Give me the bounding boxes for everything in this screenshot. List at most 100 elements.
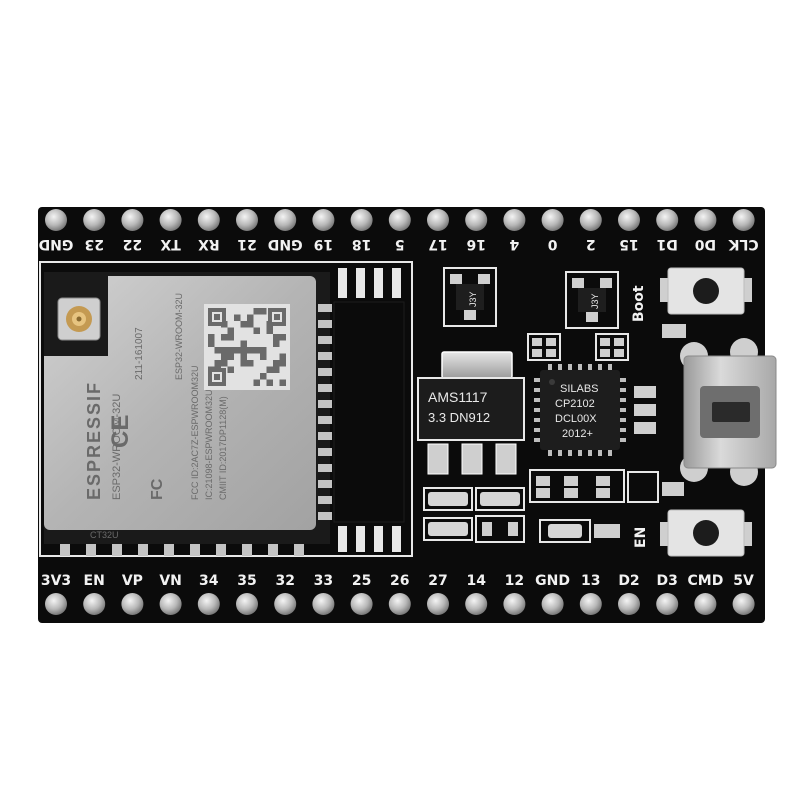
trace-area xyxy=(333,301,405,523)
header-pin xyxy=(83,593,106,615)
qr-cell xyxy=(240,340,247,347)
boot-button[interactable] xyxy=(660,267,752,315)
chip-pin xyxy=(534,418,542,422)
chip-pin xyxy=(618,438,626,442)
chip-pin xyxy=(618,408,626,412)
header-pin xyxy=(465,593,488,615)
chip-pin xyxy=(598,364,602,372)
qr-cell xyxy=(227,347,234,354)
top-header-pins xyxy=(45,209,755,231)
chip-line-1: SILABS xyxy=(560,383,599,395)
en-button[interactable] xyxy=(660,509,752,557)
module-model-side: ESP32-WROOM-32U xyxy=(174,293,184,380)
top-pin-label: GND xyxy=(39,236,74,252)
chip-pin xyxy=(568,364,572,372)
regulator-line-1: AMS1117 xyxy=(428,389,488,405)
bottom-pin-label: VN xyxy=(159,573,182,589)
chip-pin xyxy=(534,428,542,432)
qr-cell xyxy=(279,360,286,367)
ipex-connector-icon xyxy=(57,297,101,341)
chip-pin xyxy=(534,378,542,382)
header-pin xyxy=(350,209,373,231)
ce-mark-icon: CE xyxy=(107,415,134,448)
header-pin xyxy=(388,209,411,231)
chip-pin xyxy=(534,438,542,442)
trace-bar xyxy=(338,526,347,552)
top-pin-label: 5 xyxy=(395,236,405,252)
trace-bar xyxy=(356,268,365,298)
qr-cell xyxy=(208,334,215,341)
module-pad xyxy=(318,368,332,376)
module-cert: 211-161007 xyxy=(134,327,145,380)
top-pin-label: 17 xyxy=(428,236,447,252)
chip-pin xyxy=(608,448,612,456)
chip-pin xyxy=(618,378,626,382)
header-pin xyxy=(121,593,144,615)
top-pin-label: TX xyxy=(160,236,181,252)
module-model: ESP32-WROOM-32U xyxy=(111,394,123,500)
module-pad xyxy=(318,320,332,328)
en-label: EN xyxy=(633,527,649,548)
header-pin xyxy=(465,209,488,231)
top-pin-label: 23 xyxy=(84,236,103,252)
qr-cell xyxy=(240,353,247,360)
module-brand: ESPRESSIF xyxy=(84,381,104,500)
micro-usb-port[interactable] xyxy=(680,338,777,486)
top-pin-label: 0 xyxy=(547,236,557,252)
qr-cell xyxy=(279,334,286,341)
trace-bar xyxy=(374,268,383,298)
header-pin xyxy=(45,593,67,615)
bottom-pin-label: 32 xyxy=(275,573,294,589)
header-pin xyxy=(45,209,67,231)
qr-cell xyxy=(279,379,286,386)
chip-pin xyxy=(608,364,612,372)
top-pin-label: CLK xyxy=(727,236,758,252)
header-pin xyxy=(694,593,717,615)
header-pin xyxy=(197,209,220,231)
trace-bar xyxy=(392,526,401,552)
bottom-pin-label: VP xyxy=(122,573,143,589)
bottom-pin-label: EN xyxy=(84,573,105,589)
header-pin xyxy=(236,593,258,615)
trace-bar xyxy=(392,268,401,298)
qr-cell xyxy=(234,314,241,321)
module-pad xyxy=(318,304,332,312)
qr-finder-core xyxy=(214,314,220,320)
header-pin xyxy=(159,209,182,231)
bottom-pin-label: 35 xyxy=(237,573,256,589)
header-pin xyxy=(579,593,602,615)
module-pad-text: CT32U xyxy=(90,530,119,540)
transistor-left: J3Y xyxy=(443,267,497,327)
chip-pin xyxy=(534,398,542,402)
qr-cell xyxy=(247,321,254,328)
qr-cell xyxy=(240,360,247,367)
chip-pin xyxy=(618,398,626,402)
module-pad xyxy=(318,432,332,440)
svg-text:CE: CE xyxy=(107,415,134,448)
header-pin xyxy=(618,209,640,231)
header-pin xyxy=(312,209,335,231)
chip-pin xyxy=(618,428,626,432)
qr-cell xyxy=(221,353,228,360)
voltage-regulator: AMS1117 3.3 DN912 xyxy=(417,351,525,475)
fcc-line-3: CMIIT ID:2017DP1128(M) xyxy=(218,396,228,500)
bottom-pin-label: 26 xyxy=(390,573,409,589)
qr-cell xyxy=(227,353,234,360)
qr-cell xyxy=(227,366,234,373)
qr-cell xyxy=(273,360,280,367)
module-pad xyxy=(318,496,332,504)
fcc-line-1: FCC ID:2AC7Z-ESPWROOM32U xyxy=(190,365,200,500)
chip-pin xyxy=(534,408,542,412)
header-pin xyxy=(388,593,411,615)
bottom-pin-label: 13 xyxy=(581,573,600,589)
trace-bar xyxy=(356,526,365,552)
qr-cell xyxy=(266,327,273,334)
qr-cell xyxy=(208,340,215,347)
header-pin xyxy=(312,593,335,615)
header-pin xyxy=(274,593,297,615)
bottom-pin-label: 27 xyxy=(428,573,447,589)
module-pad xyxy=(60,544,70,556)
qr-finder-core xyxy=(274,314,280,320)
module-pad xyxy=(318,512,332,520)
